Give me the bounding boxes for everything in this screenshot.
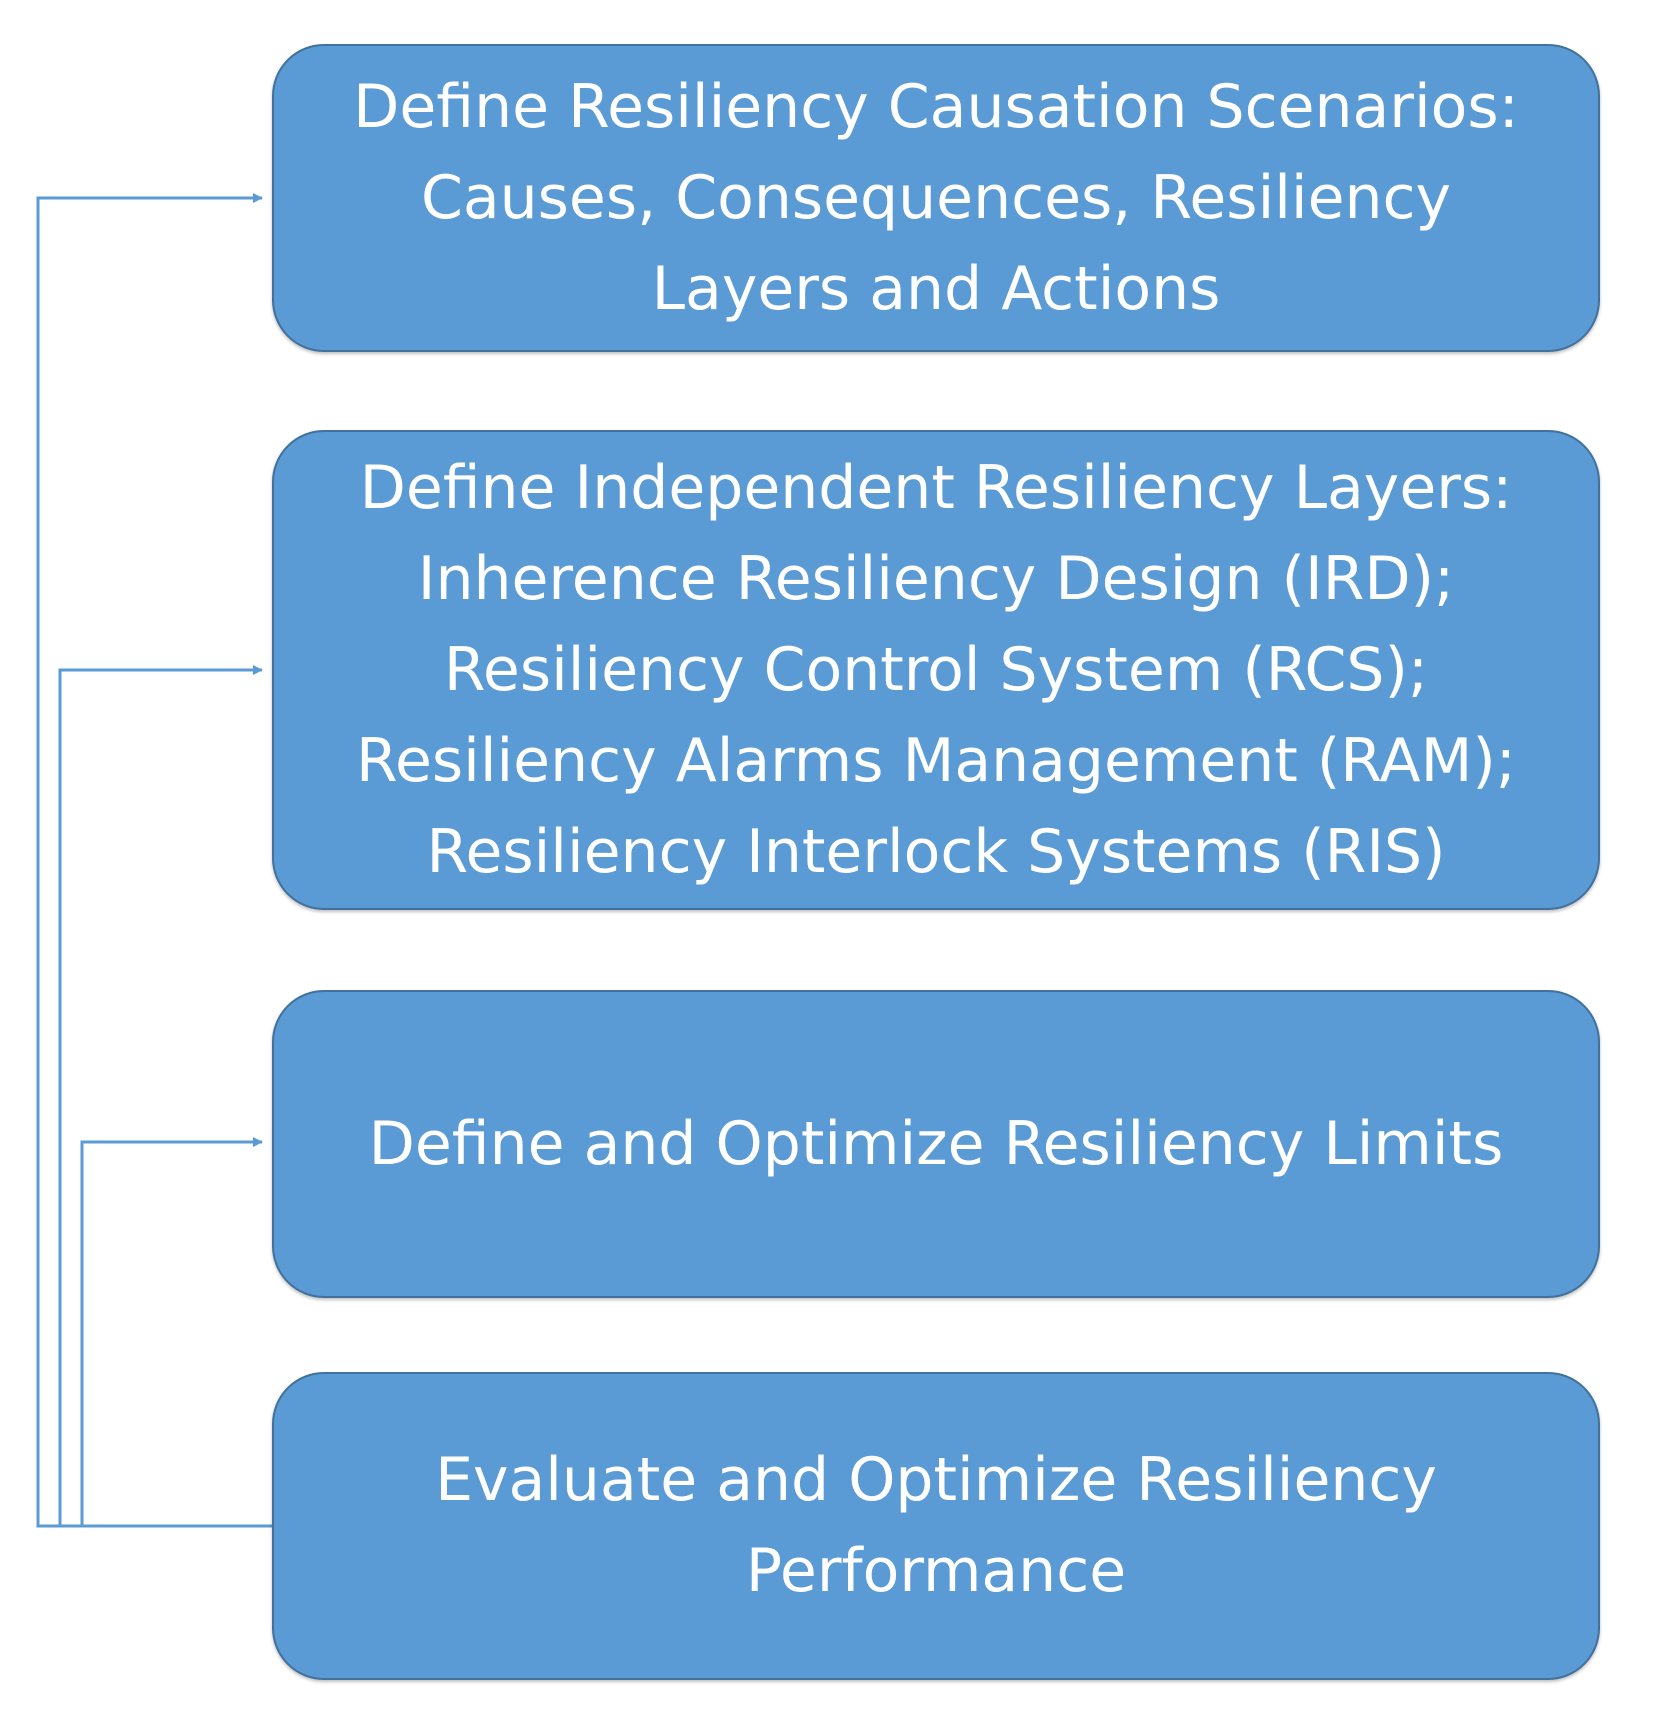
step-4-line-1: Evaluate and Optimize Resiliency [435,1445,1437,1515]
step-optimize-limits: Define and Optimize Resiliency Limits [272,990,1600,1298]
step-2-line-5: Resiliency Interlock Systems (RIS) [426,816,1446,887]
feedback-arrow-to-step-2 [58,665,272,1528]
step-define-causation-scenarios: Define Resiliency Causation Scenarios: C… [272,44,1600,352]
step-1-line-2: Causes, Consequences, Resiliency [420,162,1452,233]
step-evaluate-performance: Evaluate and Optimize Resiliency Perform… [272,1372,1600,1680]
step-2-line-3: Resiliency Control System (RCS); [443,634,1429,705]
step-1-line-3: Layers and Actions [651,253,1221,324]
step-2-line-2: Inherence Resiliency Design (IRD); [417,543,1455,614]
step-2-line-1: Define Independent Resiliency Layers: [359,452,1513,523]
step-3-line-1: Define and Optimize Resiliency Limits [368,1108,1504,1179]
step-2-line-4: Resiliency Alarms Management (RAM); [356,725,1516,796]
step-define-independent-layers: Define Independent Resiliency Layers: In… [272,430,1600,910]
feedback-arrow-to-step-1 [36,193,272,1528]
feedback-arrow-to-step-3 [80,1137,272,1528]
step-1-line-1: Define Resiliency Causation Scenarios: [353,71,1519,142]
step-4-line-2: Performance [745,1536,1127,1606]
